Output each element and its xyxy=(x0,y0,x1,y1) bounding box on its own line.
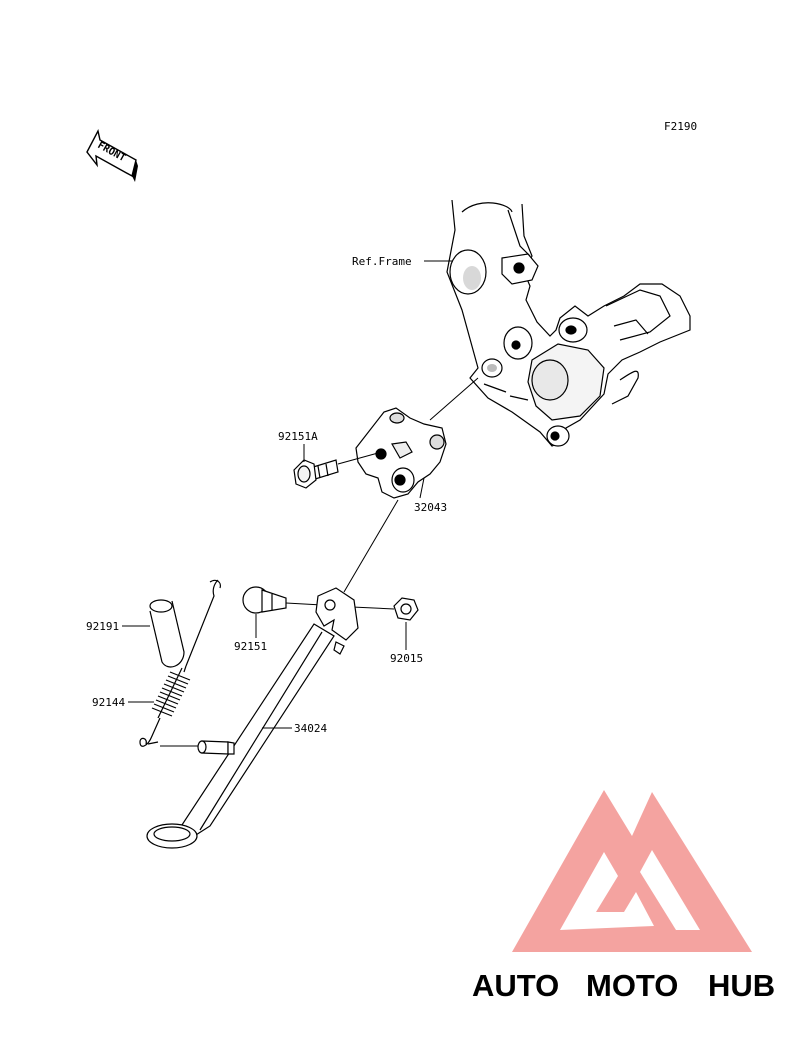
ref-frame-label: Ref.Frame xyxy=(352,255,412,268)
automotohub-logo: AUTO MOTO HUB xyxy=(472,790,775,1003)
bracket-32043 xyxy=(355,407,447,499)
spring-pin xyxy=(197,740,235,755)
logo-triangle-icon xyxy=(512,790,752,952)
side-stand-34024 xyxy=(146,587,359,849)
callout-34024: 34024 xyxy=(294,722,327,735)
callout-92144: 92144 xyxy=(92,696,125,709)
nut-insert-line xyxy=(351,606,395,610)
bolt-92151a xyxy=(293,459,339,489)
logo-text-moto: MOTO xyxy=(586,968,678,1003)
callout-92015: 92015 xyxy=(390,652,423,665)
pipe-92191 xyxy=(149,599,185,668)
nut-92015 xyxy=(393,597,419,621)
figure-code: F2190 xyxy=(664,120,697,133)
bolt-92151-insert-line xyxy=(285,602,323,606)
callout-32043-leader xyxy=(419,477,425,499)
callout-92151a: 92151A xyxy=(278,430,318,443)
logo-text-auto: AUTO xyxy=(472,968,559,1003)
bracket-to-stand-line xyxy=(343,499,399,593)
logo-text-hub: HUB xyxy=(708,968,775,1003)
frame-section xyxy=(446,199,691,447)
bolt-92151a-insert-line xyxy=(337,452,379,465)
bolt-92151 xyxy=(242,586,287,614)
front-arrow: FRONT xyxy=(86,128,138,182)
callout-32043: 32043 xyxy=(414,501,447,514)
bracket-to-frame-line xyxy=(429,377,479,421)
callout-92191: 92191 xyxy=(86,620,119,633)
spring-92144 xyxy=(139,579,221,747)
callout-92151: 92151 xyxy=(234,640,267,653)
